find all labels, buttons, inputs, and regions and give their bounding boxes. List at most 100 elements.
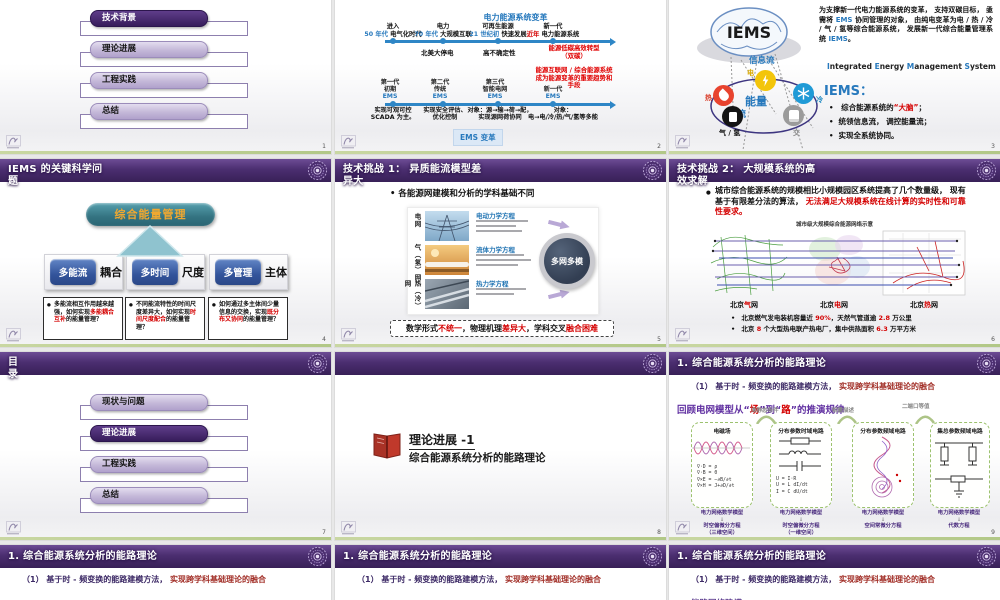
event-top: 进入: [386, 23, 400, 30]
gen-line: 第二代: [430, 79, 450, 86]
slide-11-thumbnail[interactable]: 1. 综合能源系统分析的能路理论 （1） 基于时 - 频变换的能路建模方法， 实…: [335, 545, 666, 600]
note-blackout: 北美大停电: [421, 49, 454, 57]
event-top: 可再生能源: [482, 23, 514, 30]
cap-line: 空间常微分方程: [864, 523, 902, 530]
lbl: 网: [841, 301, 848, 309]
bullet-red: “大脑”: [893, 103, 919, 112]
bullet-red: 无法满足大规模系统在线计算的实时性和可靠性要求。: [715, 196, 966, 217]
stage-caption: 电力网络数学模型↓ 时空偏微分方程 （三维空间）: [700, 510, 744, 536]
lbl: 北京: [820, 301, 834, 309]
slide-6-thumbnail[interactable]: 技术挑战 2： 大规模系统的高效求解 城市综合能源系统的规模相比小规模园区系统提…: [669, 159, 1000, 347]
stage-title: 电磁场: [713, 429, 731, 435]
equation-heading: 流体力学方程: [476, 246, 515, 254]
lead-text: ”的推演规律: [790, 405, 845, 416]
q-text: 多能流相互作用越来越强，如何实现: [54, 301, 115, 316]
cap-line: 代数方程: [948, 523, 970, 530]
slide-2-thumbnail[interactable]: 电力能源系统变革 进入 50 年代 电气化时代 电力 70 年代 大规模互联 可…: [335, 0, 666, 154]
slide-8-thumbnail[interactable]: 理论进展 -1 综合能源系统分析的能路理论 8: [335, 352, 666, 540]
lead-red: 场: [749, 405, 760, 416]
bullet-text: ；: [918, 103, 926, 112]
slide-4-thumbnail[interactable]: IEMS 的关键科学问题 综合能量管理 多能流 耦合 多时间 尺度 多管理 主体…: [0, 159, 331, 347]
page-number: 6: [991, 336, 995, 343]
multi-grid-label: 多网多模: [544, 238, 590, 284]
university-logo-icon: [341, 521, 357, 535]
slide-5-thumbnail[interactable]: 技术挑战 1： 异质能流模型差异大 • 各能源网建模和分析的学科基础不同 电网 …: [335, 159, 666, 347]
question-box: 多能流相互作用越来越强，如何实现多能耦合互补的能量管理？: [43, 297, 123, 340]
slide-3-thumbnail[interactable]: IEMS 信息流 能量 流 电 热 冷 气 / 氢 交 为支撑新一代电力能源系统…: [669, 0, 1000, 154]
university-logo-icon: [6, 135, 22, 149]
cap: I: [827, 62, 830, 71]
stage-box-time-domain: 分布参数时域电路 U = I·R U = L dI/dt I = C dU/dt: [770, 422, 832, 508]
iems-english-name: Integrated Energy Management System: [827, 62, 996, 71]
ems-change-badge: EMS 变革: [453, 129, 503, 146]
header-ornament-icon: [307, 546, 328, 567]
agenda-item: 总结: [80, 103, 270, 134]
stage-box-field: 电磁场 ∇·D = ρ ∇·B = 0 ∇×E = −∂B/∂t ∇×H = J…: [691, 422, 753, 508]
fact-line: 北京 8 个大型热电联产热电厂，集中供热面积 6.3 万平方米: [731, 323, 916, 333]
equation-heading: 热力学方程: [476, 280, 509, 288]
agenda-item: 工程实践: [80, 72, 270, 103]
timeline-event: 新一代 近年 电力能源系统: [513, 23, 593, 38]
event-text: 大规模互联: [440, 30, 472, 38]
slide-9-thumbnail[interactable]: 1. 综合能源系统分析的能路理论 （1） 基于时 - 频变换的能路建模方法， 实…: [669, 352, 1000, 540]
subtitle-red: 实现跨学科基础理论的融合: [505, 575, 602, 584]
cooling-icon: [793, 83, 814, 104]
agenda-item-label: 理论进展: [90, 41, 208, 58]
stage-title: 分布参数频域电路: [860, 429, 906, 435]
page-number: 7: [322, 529, 326, 536]
ems-generation: 第三代 智能电网 EMS: [463, 79, 527, 100]
stage-box-lumped: 集总参数频域电路: [930, 422, 990, 508]
fact-red: 8: [756, 325, 762, 333]
red-note-internet: 能源互联网 / 综合能源系统成为能源变革的重要趋势和手段: [535, 66, 613, 90]
info-flow-label: 信息流: [749, 56, 775, 66]
dimension-label: 耦合: [100, 266, 122, 279]
network-label: 电网: [413, 213, 421, 228]
slide-7-thumbnail[interactable]: 目录 现状与问题 理论进展 工程实践 总结 7: [0, 352, 331, 540]
rest: ntegrated: [829, 62, 875, 71]
slide-bottom-accent: [335, 537, 666, 540]
q-red: 既分布又协同: [219, 308, 280, 324]
header-ornament-icon: [976, 546, 997, 567]
stage-title: 分布参数时域电路: [778, 429, 824, 435]
fact-red: 2.8: [878, 314, 891, 322]
university-logo-icon: [675, 521, 691, 535]
slide-title: 1. 综合能源系统分析的能路理论: [677, 551, 827, 562]
iems-term: IEMS: [828, 34, 848, 43]
gas-label: 气 / 氢: [719, 129, 741, 137]
gen-line: EMS: [487, 92, 503, 100]
equation: U = L dI/dt: [776, 483, 808, 489]
slide-title: 电力能源系统变革: [483, 13, 548, 22]
agenda-item: 工程实践: [80, 456, 270, 487]
main-bullet: 城市综合能源系统的规模相比小规模园区系统提高了几个数量级， 现有基于有限差分法的…: [706, 186, 967, 218]
pipes-photo: [425, 279, 469, 309]
concl-text: ，物理机理: [462, 324, 502, 333]
agenda-item-label: 总结: [90, 487, 208, 504]
dimension-card: 多管理 主体: [209, 254, 288, 290]
slide-bottom-accent: [335, 344, 666, 347]
para-text: 。: [847, 34, 855, 43]
slide-12-thumbnail[interactable]: 1. 综合能源系统分析的能路理论 （1） 基于时 - 频变换的能路建模方法， 实…: [669, 545, 1000, 600]
gen-desc-line: 实现可观可控: [374, 107, 412, 114]
slide-subtitle: （1） 基于时 - 频变换的能路建模方法， 实现跨学科基础理论的融合: [691, 574, 935, 585]
fact-text: ，天然气管道逾: [830, 314, 879, 322]
slide-10-thumbnail[interactable]: 1. 综合能源系统分析的能路理论 （1） 基于时 - 频变换的能路建模方法， 实…: [0, 545, 331, 600]
stage-caption: 电力网络数学模型↓ 代数方程: [937, 510, 981, 530]
agenda-item: 总结: [80, 487, 270, 518]
cap-line: 电力网络数学模型: [700, 510, 744, 516]
slide-bottom-accent: [669, 151, 1000, 154]
event-era: 50 年代: [364, 30, 388, 38]
fact-text: 北京燃气发电装机容量近: [741, 314, 816, 322]
lbl-red: 气: [744, 301, 751, 309]
network-label: 气（氢）网: [413, 244, 421, 282]
event-text: 快速发展: [501, 30, 527, 38]
university-logo-icon: [341, 328, 357, 342]
slide-header: [335, 352, 666, 375]
conclusion-box: 数学形式不统一，物理机理差异大，学科交叉融合困难: [390, 320, 614, 337]
fact-text: 个大型热电联产热电厂，集中供热面积: [761, 325, 877, 333]
slide-1-thumbnail[interactable]: 技术背景 理论进展 工程实践 总结 1: [0, 0, 331, 154]
bullet-text: 综合能源系统的: [841, 103, 894, 112]
university-logo-icon: [6, 328, 22, 342]
equation: ∇×E = −∂B/∂t: [697, 477, 732, 483]
stage-box-freq-domain: 分布参数频域电路: [852, 422, 914, 508]
